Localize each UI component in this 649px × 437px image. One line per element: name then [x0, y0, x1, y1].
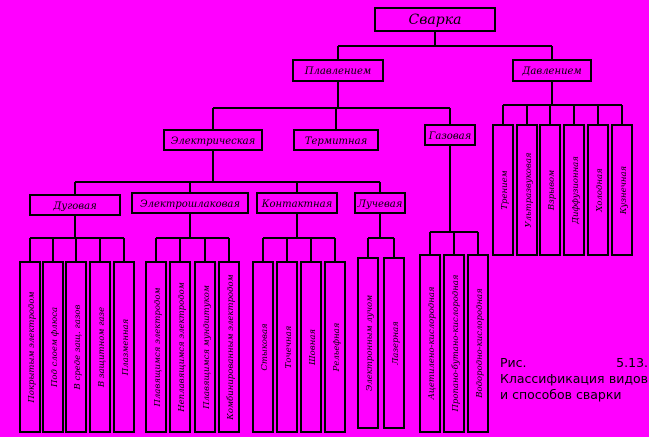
root-node: Сварка: [374, 7, 496, 32]
contact-leaves: Стыковая Точечная Шовная Рельефная: [252, 261, 346, 433]
leaf-propane-butane-oxygen: Пропано-бутано-кислородная: [443, 254, 465, 433]
svg-text:Покрытым электродом: Покрытым электродом: [27, 291, 37, 403]
leaf-consumable-electrode: Плавящимся электродом: [145, 261, 167, 433]
svg-text:Электронным лучом: Электронным лучом: [365, 295, 375, 391]
node-arc: Дуговая: [29, 194, 121, 216]
leaf-laser: Лазерная: [383, 257, 405, 429]
node-pressure: Давлением: [512, 59, 592, 82]
svg-text:Плавящимся мундштуком: Плавящимся мундштуком: [202, 285, 212, 410]
svg-text:Контактная: Контактная: [261, 199, 332, 210]
svg-text:Плазменная: Плазменная: [121, 318, 131, 376]
node-beam: Лучевая: [354, 192, 406, 214]
leaf-hydrogen-oxygen: Водородно-кислородная: [467, 254, 489, 433]
svg-text:Водородно-кислородная: Водородно-кислородная: [475, 288, 485, 399]
svg-text:В среде защ. газов: В среде защ. газов: [73, 304, 83, 390]
svg-text:Лазерная: Лазерная: [391, 321, 401, 366]
svg-text:В защитном газе: В защитном газе: [97, 307, 107, 388]
leaf-shielded-gas: В среде защ. газов: [65, 261, 87, 433]
svg-text:Кузнечная: Кузнечная: [619, 165, 629, 215]
svg-text:Пропано-бутано-кислородная: Пропано-бутано-кислородная: [450, 274, 461, 412]
leaf-acetylene-oxygen: Ацетилено-кислородная: [419, 254, 441, 433]
svg-text:Дуговая: Дуговая: [52, 201, 96, 212]
svg-text:Холодная: Холодная: [595, 168, 605, 213]
gas-leaves: Ацетилено-кислородная Пропано-бутано-кис…: [419, 254, 489, 433]
leaf-nonconsumable-electrode: Неплавящимся электродом: [169, 261, 191, 433]
leaf-spot: Точечная: [276, 261, 298, 433]
node-gas: Газовая: [424, 124, 476, 146]
svg-text:Под слоем флюса: Под слоем флюса: [50, 307, 60, 388]
leaf-consumable-nozzle: Плавящимся мундштуком: [194, 261, 216, 433]
leaf-friction: Трением: [492, 124, 514, 256]
svg-text:Стыковая: Стыковая: [260, 323, 270, 371]
leaf-ultrasonic: Ультразвуковая: [516, 124, 538, 256]
svg-text:Взрывом: Взрывом: [547, 170, 557, 211]
node-electric: Электрическая: [163, 129, 263, 151]
svg-text:Шовная: Шовная: [308, 329, 318, 366]
leaf-protective-gas: В защитном газе: [89, 261, 111, 433]
svg-text:Неплавящимся электродом: Неплавящимся электродом: [177, 282, 187, 413]
leaf-electron-beam: Электронным лучом: [357, 257, 379, 429]
leaf-seam: Шовная: [300, 261, 322, 433]
node-electroslag: Электрошлаковая: [131, 192, 249, 214]
node-thermite: Термитная: [293, 129, 379, 151]
svg-text:Трением: Трением: [500, 170, 510, 209]
svg-text:Лучевая: Лучевая: [357, 199, 403, 210]
svg-text:Газовая: Газовая: [428, 131, 471, 142]
pressure-leaves: Трением Ультразвуковая Взрывом Диффузион…: [492, 124, 633, 256]
svg-text:Электрическая: Электрическая: [171, 136, 256, 147]
leaf-submerged: Под слоем флюса: [42, 261, 64, 433]
leaf-diffusion: Диффузионная: [563, 124, 585, 256]
leaf-coated-electrode: Покрытым электродом: [19, 261, 41, 433]
node-contact: Контактная: [256, 192, 338, 214]
svg-text:Ацетилено-кислородная: Ацетилено-кислородная: [427, 286, 437, 400]
leaf-projection: Рельефная: [324, 261, 346, 433]
svg-text:Диффузионная: Диффузионная: [571, 156, 581, 225]
leaf-plasma: Плазменная: [113, 261, 135, 433]
connector-lines: [29, 31, 623, 262]
svg-text:Давлением: Давлением: [521, 66, 581, 77]
arc-leaves: Покрытым электродом Под слоем флюса В ср…: [19, 261, 135, 433]
svg-text:Рельефная: Рельефная: [332, 322, 342, 372]
leaf-cold: Холодная: [587, 124, 609, 256]
svg-text:Точечная: Точечная: [284, 325, 294, 368]
leaf-butt: Стыковая: [252, 261, 274, 433]
svg-text:Комбинированным электродом: Комбинированным электродом: [225, 274, 236, 420]
svg-text:Сварка: Сварка: [409, 12, 462, 28]
svg-text:Электрошлаковая: Электрошлаковая: [140, 199, 240, 210]
leaf-forge: Кузнечная: [611, 124, 633, 256]
node-fusion: Плавлением: [292, 59, 384, 82]
svg-text:Плавлением: Плавлением: [304, 66, 371, 77]
leaf-explosion: Взрывом: [539, 124, 561, 256]
svg-text:Ультразвуковая: Ультразвуковая: [524, 152, 534, 227]
electroslag-leaves: Плавящимся электродом Неплавящимся элект…: [145, 261, 240, 433]
svg-text:Плавящимся электродом: Плавящимся электродом: [153, 287, 163, 407]
beam-leaves: Электронным лучом Лазерная: [357, 257, 405, 429]
figure-caption: Рис. 5.13. Классификация видов и способо…: [500, 355, 648, 402]
leaf-combined-electrode: Комбинированным электродом: [218, 261, 240, 433]
svg-text:Термитная: Термитная: [305, 136, 367, 147]
